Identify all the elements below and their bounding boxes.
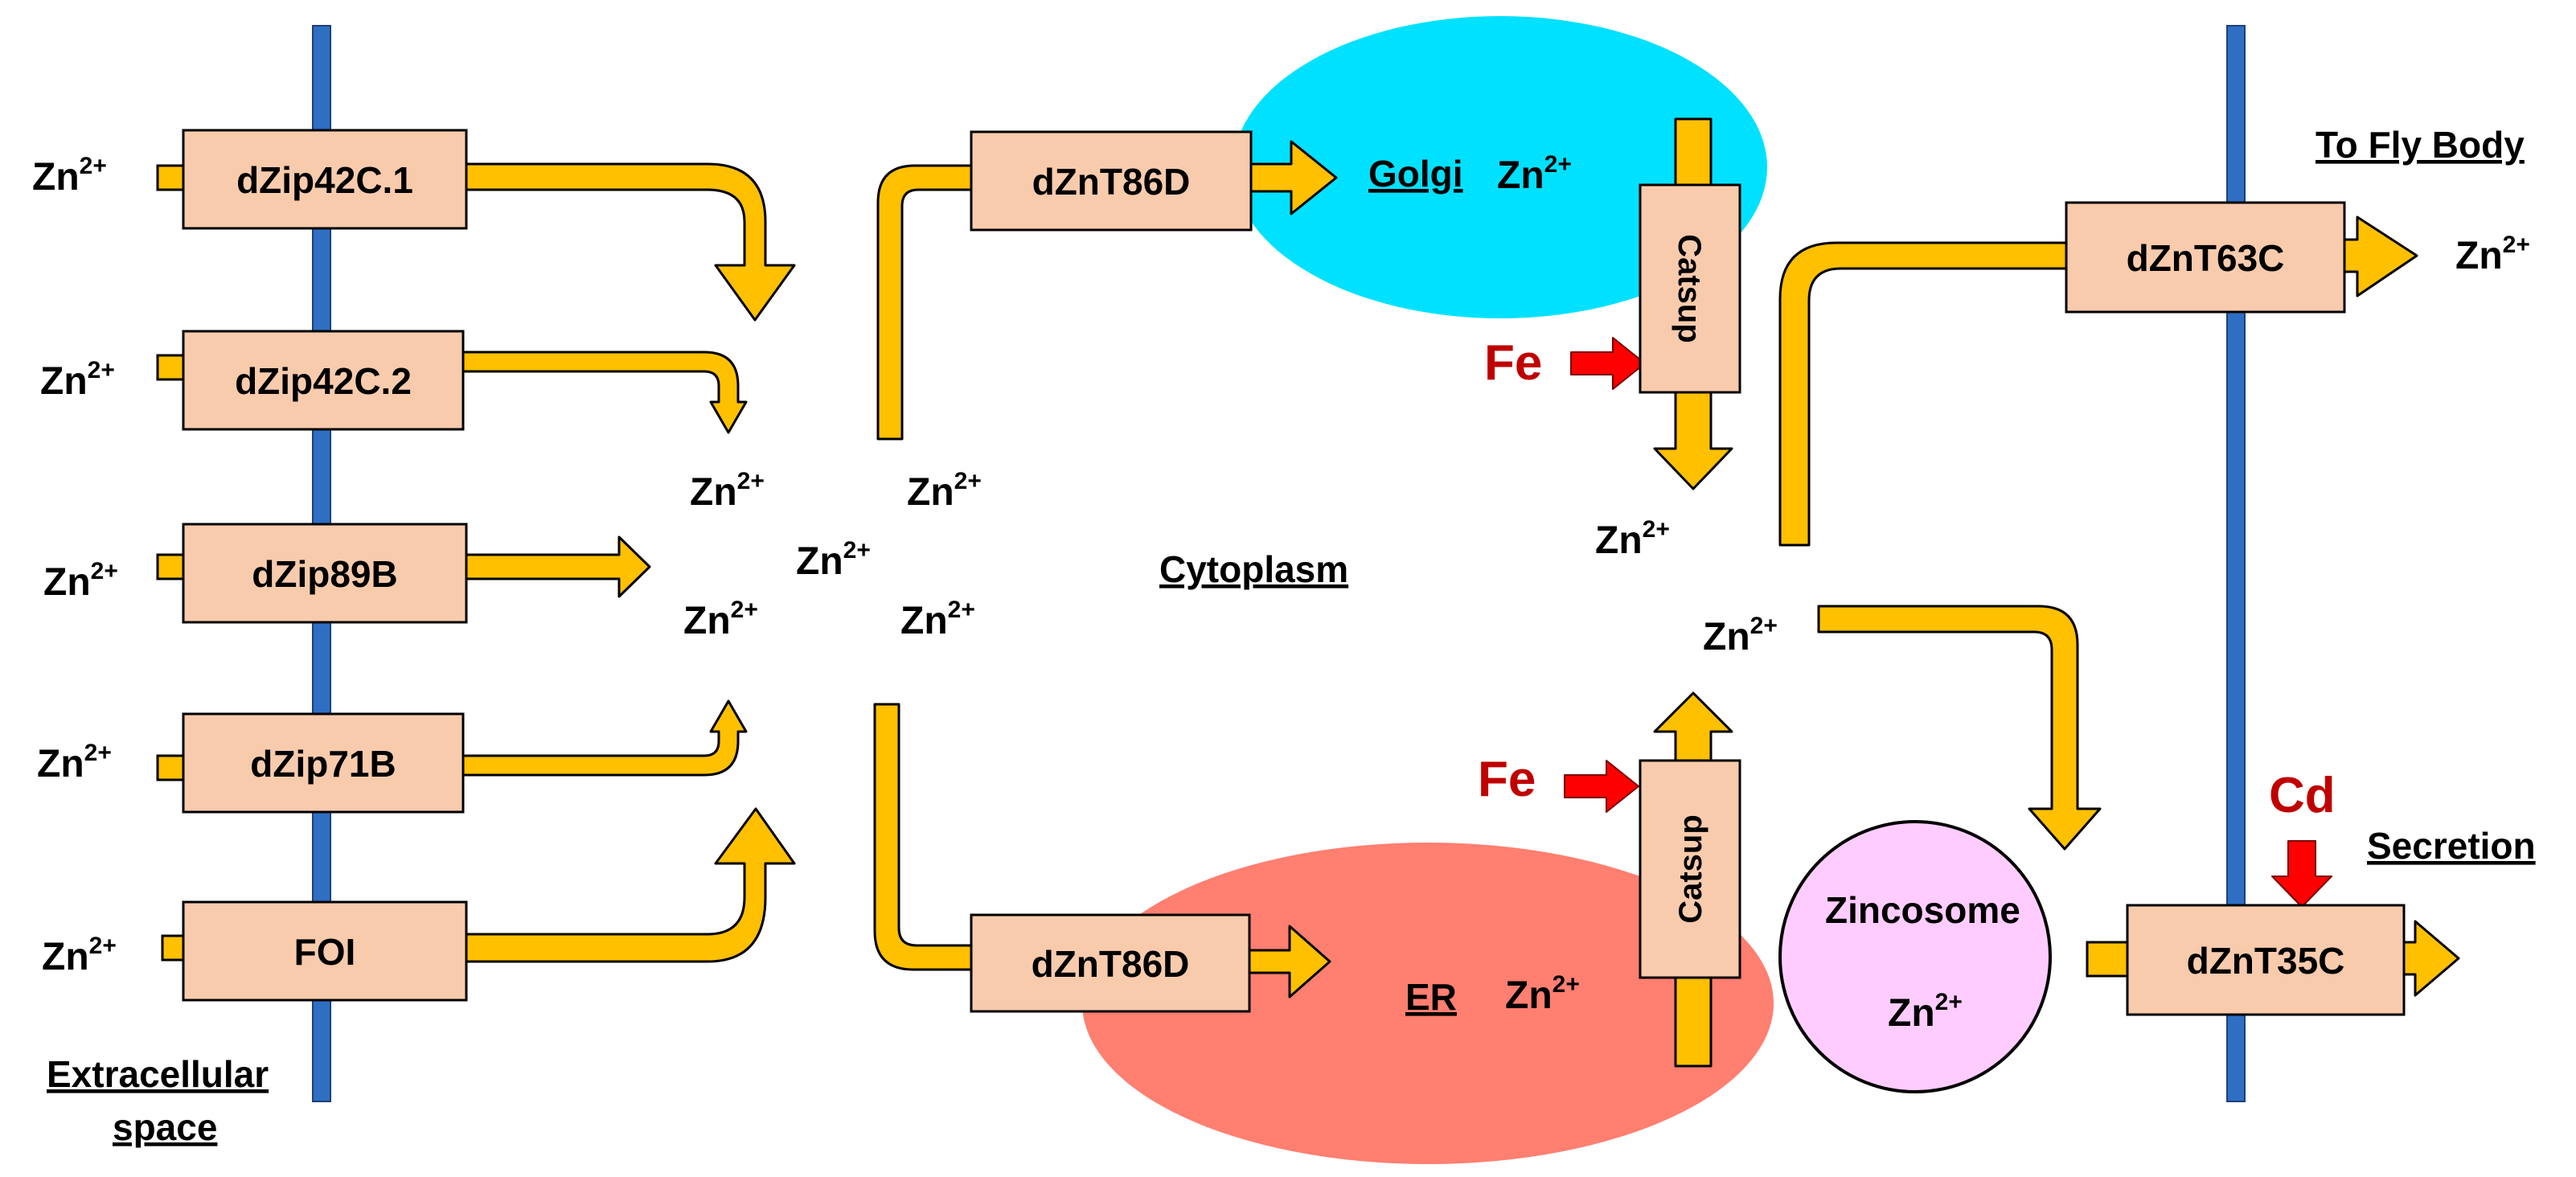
metal-arrows bbox=[1564, 337, 2332, 908]
arrow-dzip42c2 bbox=[461, 351, 748, 434]
cd-arrow bbox=[2271, 840, 2332, 908]
arrow-to-dznt63c bbox=[1778, 241, 2076, 547]
zn-ion-4: Zn2+ bbox=[37, 740, 112, 785]
transporter-boxes bbox=[182, 129, 2406, 1016]
arrow-foi bbox=[465, 807, 796, 963]
fe-golgi-arrow bbox=[1570, 337, 1646, 390]
label-dznt86d-golgi: dZnT86D bbox=[1032, 161, 1191, 203]
box-dzip42c1 bbox=[182, 129, 468, 230]
region-labels: Extracellular space Cytoplasm Golgi ER T… bbox=[47, 124, 2536, 1148]
label-space: space bbox=[113, 1106, 217, 1148]
label-secretion: Secretion bbox=[2367, 825, 2536, 867]
box-dzip89b bbox=[182, 523, 468, 624]
label-dzip89b: dZip89B bbox=[252, 553, 397, 595]
zn-ion-golgi: Zn2+ bbox=[1497, 151, 1572, 197]
box-dznt35c bbox=[2126, 904, 2406, 1016]
arrow-dzip42c1 bbox=[465, 162, 796, 322]
label-golgi: Golgi bbox=[1368, 153, 1463, 195]
zincosome-vesicle bbox=[1778, 820, 2052, 1093]
zn-ion-3: Zn2+ bbox=[43, 558, 118, 604]
zn-ion-9: Zn2+ bbox=[683, 597, 758, 642]
box-dzip42c2 bbox=[182, 330, 465, 431]
arrow-to-zincosome bbox=[1817, 605, 2102, 851]
metal-labels: Fe Fe Cd bbox=[1478, 335, 2336, 823]
arrow-er-out bbox=[1248, 925, 1331, 999]
arrow-dzip89b bbox=[465, 535, 651, 598]
label-catsup-golgi: Catsup bbox=[1672, 234, 1707, 343]
label-fe-golgi: Fe bbox=[1484, 335, 1542, 391]
label-catsup-er: Catsup bbox=[1673, 814, 1708, 924]
zn-ion-7: Zn2+ bbox=[907, 468, 982, 514]
label-er: ER bbox=[1405, 976, 1457, 1018]
label-dzip42c1: dZip42C.1 bbox=[236, 159, 413, 201]
arrow-golgi-out bbox=[1249, 140, 1338, 215]
box-catsup-golgi bbox=[1639, 183, 1741, 394]
arrow-to-golgi-transporter bbox=[876, 164, 973, 441]
fe-er-arrow bbox=[1564, 760, 1639, 813]
zn-ion-er: Zn2+ bbox=[1505, 971, 1580, 1017]
golgi-organelle bbox=[1233, 16, 1767, 318]
zn-ion-11: Zn2+ bbox=[1595, 516, 1670, 562]
label-extracellular: Extracellular bbox=[47, 1053, 269, 1095]
zn-ion-10: Zn2+ bbox=[900, 597, 975, 642]
label-foi: FOI bbox=[294, 931, 356, 973]
arrow-to-er-transporter bbox=[873, 703, 973, 971]
er-organelle bbox=[1082, 843, 1774, 1164]
label-dzip71b: dZip71B bbox=[250, 743, 396, 785]
label-to-fly-body: To Fly Body bbox=[2316, 124, 2525, 166]
label-fe-er: Fe bbox=[1478, 752, 1536, 807]
zn-ion-12: Zn2+ bbox=[1703, 613, 1778, 658]
box-dzip71b bbox=[182, 712, 465, 814]
label-cd: Cd bbox=[2269, 768, 2336, 823]
zn-ion-zincosome: Zn2+ bbox=[1888, 989, 1963, 1035]
box-dznt86d-golgi bbox=[970, 130, 1253, 232]
arrow-dzip71b bbox=[461, 699, 748, 777]
zn-ion-fly-body: Zn2+ bbox=[2455, 232, 2530, 277]
arrow-dznt35c-out bbox=[2402, 920, 2460, 997]
box-catsup-er bbox=[1639, 759, 1741, 979]
label-dzip42c2: dZip42C.2 bbox=[235, 360, 412, 402]
label-dznt63c: dZnT63C bbox=[2127, 237, 2285, 279]
label-cytoplasm: Cytoplasm bbox=[1159, 548, 1348, 590]
zn-ion-6: Zn2+ bbox=[690, 468, 765, 514]
zn-ion-1: Zn2+ bbox=[32, 153, 107, 199]
label-zincosome: Zincosome bbox=[1825, 889, 2020, 931]
label-dznt35c: dZnT35C bbox=[2187, 940, 2345, 982]
box-dznt86d-er bbox=[970, 913, 1251, 1013]
zinc-ion-labels: Zn2+ Zn2+ Zn2+ Zn2+ Zn2+ Zn2+ Zn2+ Zn2+ … bbox=[32, 151, 2530, 1035]
arrow-dznt63c-out bbox=[2343, 215, 2418, 297]
box-foi bbox=[182, 900, 468, 1002]
transporter-labels: dZip42C.1 dZip42C.2 dZip89B dZip71B FOI … bbox=[235, 159, 2344, 985]
box-dznt63c bbox=[2065, 201, 2346, 314]
zn-ion-8: Zn2+ bbox=[796, 537, 871, 583]
zn-ion-5: Zn2+ bbox=[42, 933, 117, 978]
zn-ion-2: Zn2+ bbox=[40, 357, 115, 403]
label-dznt86d-er: dZnT86D bbox=[1032, 943, 1190, 985]
